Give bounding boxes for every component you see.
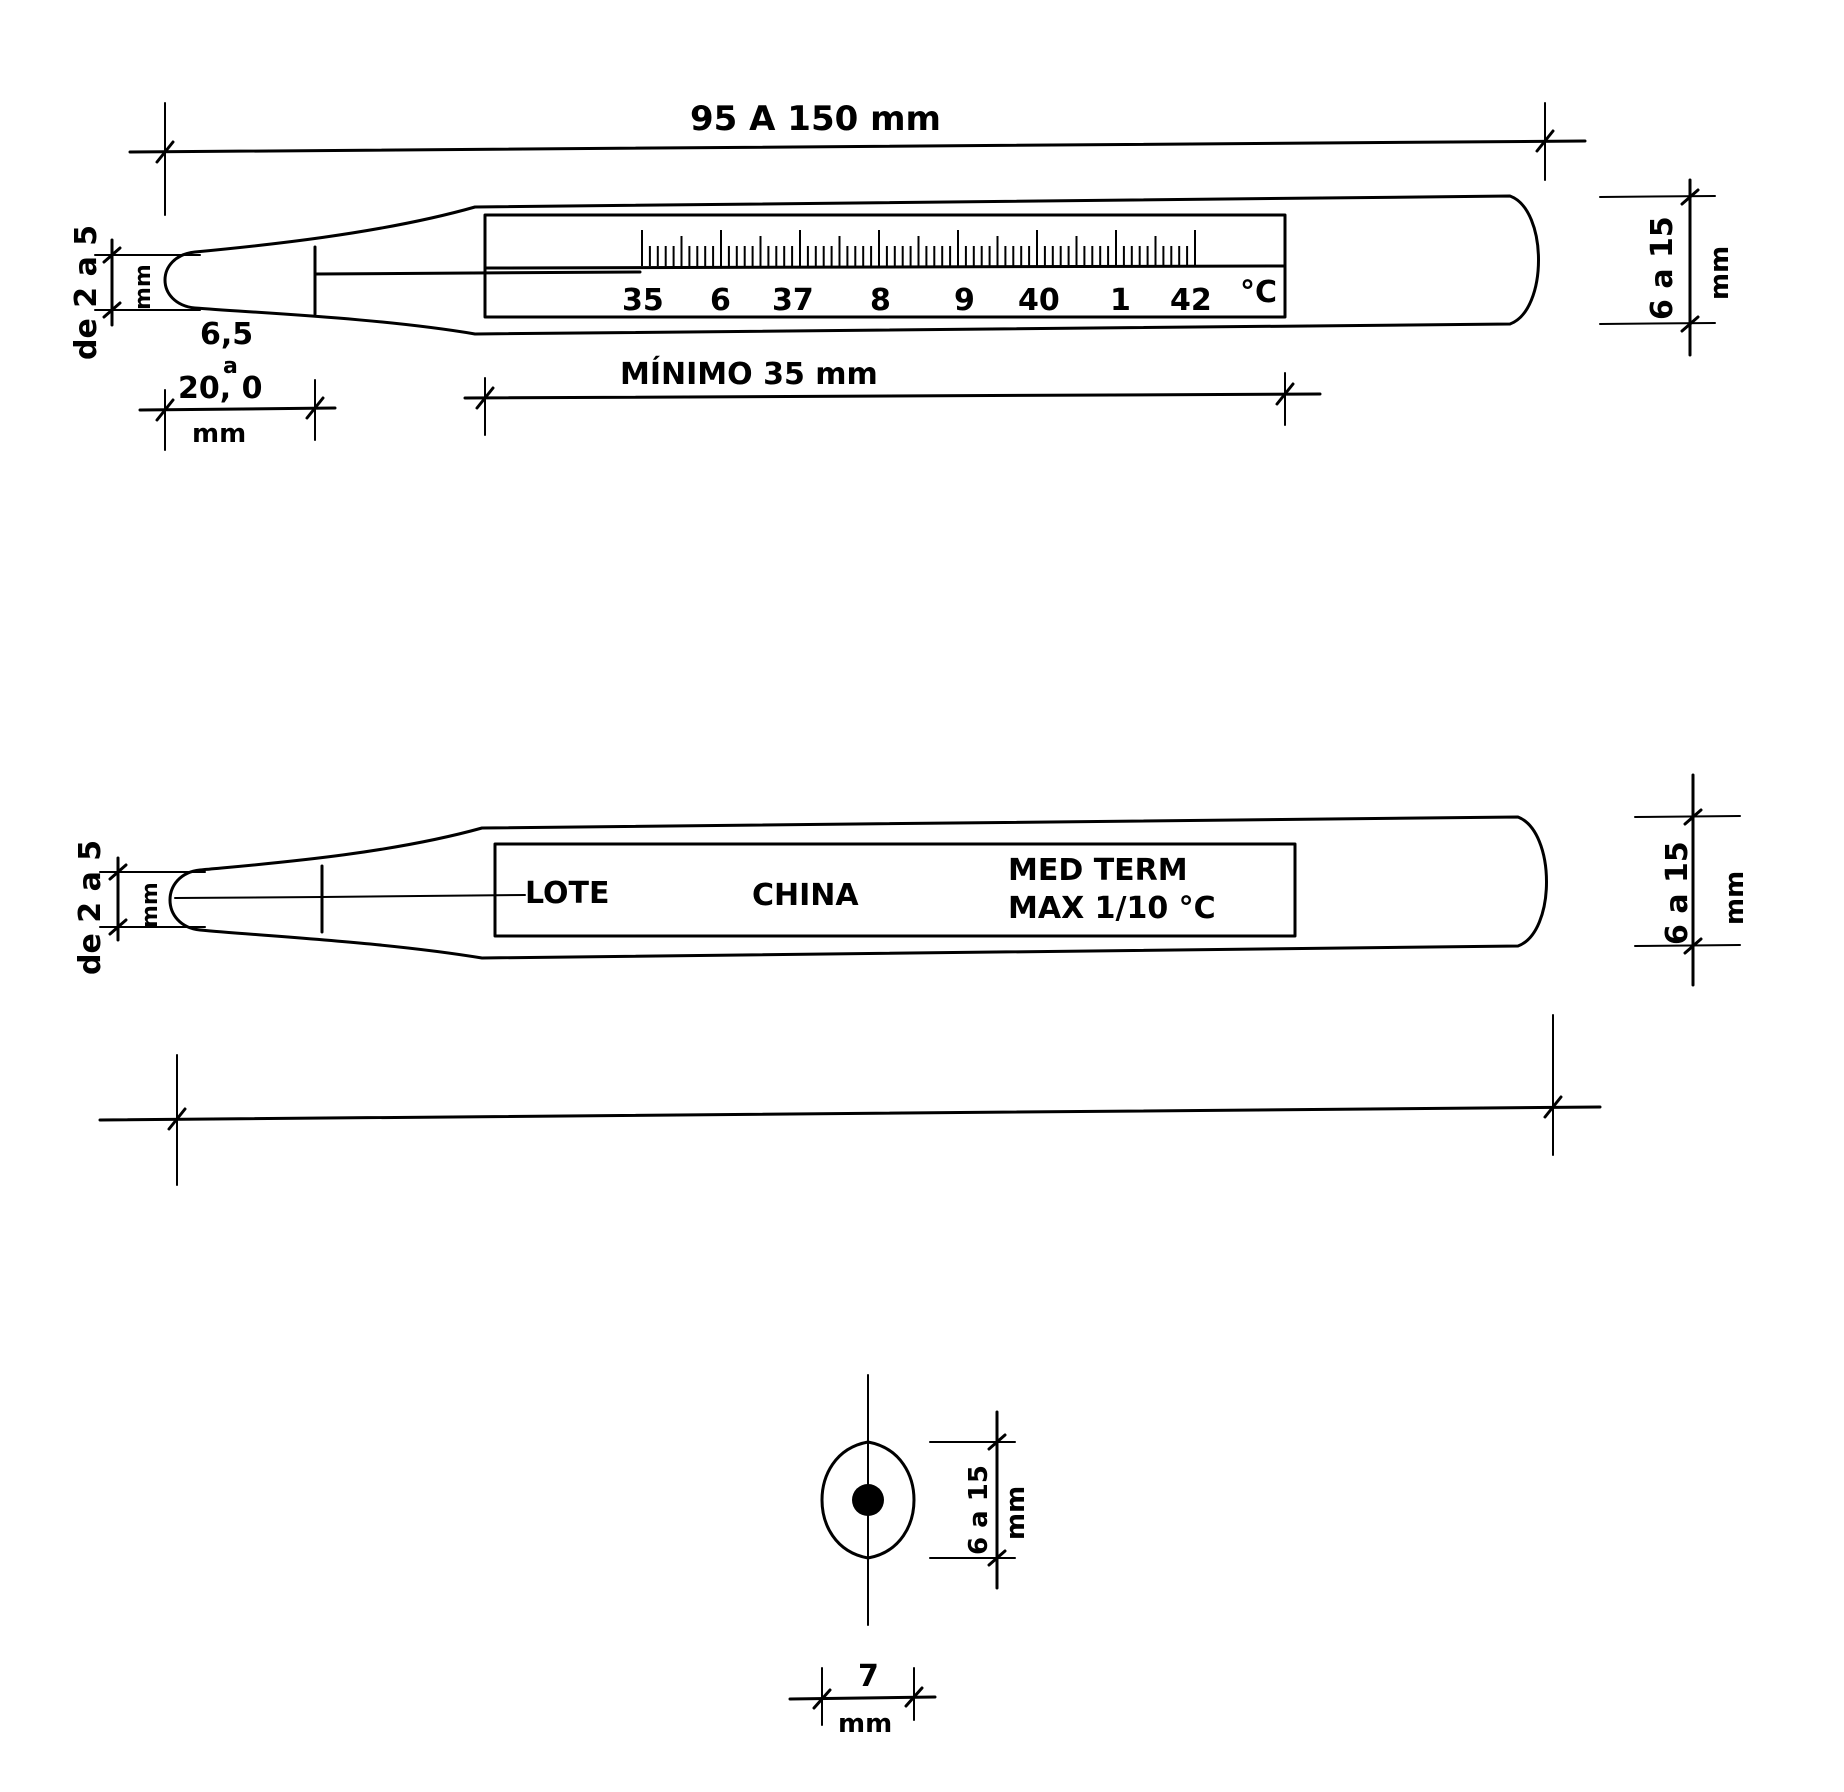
scale-labels: 35 6 37 8 9 40 1 42 °C bbox=[622, 275, 1277, 318]
bulb-diameter-dimension: de 2 a 5 mm bbox=[69, 225, 201, 360]
cross-section-width-dimension: 7 mm bbox=[788, 1659, 937, 1739]
back-view: LOTE CHINA MED TERM MAX 1/10 °C de 2 a 5… bbox=[73, 773, 1750, 1186]
cross-section-height-dimension: 6 a 15 mm bbox=[929, 1410, 1031, 1590]
cross-section-height-unit: mm bbox=[1001, 1486, 1031, 1540]
body-width-label-back: 6 a 15 bbox=[1660, 841, 1695, 945]
bulb-diameter-label: de 2 a 5 bbox=[69, 225, 104, 360]
body-width-unit: mm bbox=[1705, 246, 1735, 300]
overall-length-dimension-back bbox=[98, 1014, 1602, 1186]
overall-length-label: 95 A 150 mm bbox=[690, 99, 941, 139]
bulb-length-min: 6,5 bbox=[200, 317, 253, 352]
capillary-tube bbox=[313, 270, 642, 276]
scale-label-40: 40 bbox=[1018, 283, 1060, 318]
thermometer-body bbox=[163, 194, 1540, 336]
top-view: 95 A 150 mm 35 6 37 8 9 40 1 42 °C bbox=[69, 99, 1735, 451]
bulb-length-dimension: 6,5 a 20, 0 mm bbox=[138, 317, 337, 451]
scale-label-35: 35 bbox=[622, 283, 664, 318]
bulb-diameter-label-back: de 2 a 5 bbox=[73, 840, 108, 975]
body-width-dimension: 6 a 15 mm bbox=[1599, 178, 1735, 357]
scale-label-38: 8 bbox=[870, 283, 891, 318]
bulb-diameter-unit: mm bbox=[131, 264, 156, 310]
scale-label-41: 1 bbox=[1110, 283, 1131, 318]
cross-section-width-label: 7 bbox=[858, 1659, 879, 1694]
scale-label-37: 37 bbox=[772, 283, 814, 318]
bulb-diameter-dimension-back: de 2 a 5 mm bbox=[73, 840, 206, 975]
overall-length-dimension: 95 A 150 mm bbox=[128, 99, 1587, 216]
scale-minimum-label: MÍNIMO 35 mm bbox=[620, 356, 878, 392]
cross-section-height-label: 6 a 15 bbox=[964, 1465, 994, 1555]
label-panel bbox=[493, 842, 1297, 938]
bulb-length-max: 20, 0 bbox=[178, 371, 262, 406]
capillary-dot bbox=[852, 1484, 884, 1516]
scale-minimum-dimension: MÍNIMO 35 mm bbox=[463, 356, 1322, 436]
lot-label: LOTE bbox=[525, 876, 610, 911]
body-width-label: 6 a 15 bbox=[1645, 216, 1680, 320]
body-width-unit-back: mm bbox=[1720, 871, 1750, 925]
scale-ticks bbox=[641, 230, 1196, 266]
spec-line-2: MAX 1/10 °C bbox=[1008, 891, 1216, 926]
bulb-length-unit: mm bbox=[192, 419, 246, 449]
bulb-diameter-unit-back: mm bbox=[138, 882, 163, 928]
cross-section-width-unit: mm bbox=[838, 1709, 892, 1739]
scale-label-36: 6 bbox=[710, 283, 731, 318]
bulb-length-a: a bbox=[223, 354, 238, 379]
scale-label-39: 9 bbox=[954, 283, 975, 318]
spec-line-1: MED TERM bbox=[1008, 853, 1188, 888]
origin-label: CHINA bbox=[752, 878, 859, 913]
scale-label-42: 42 bbox=[1170, 283, 1212, 318]
cross-section: 6 a 15 mm 7 mm bbox=[788, 1374, 1031, 1739]
cross-section-outline bbox=[820, 1440, 916, 1560]
body-width-dimension-back: 6 a 15 mm bbox=[1634, 773, 1750, 987]
scale-unit-celsius: °C bbox=[1240, 275, 1277, 310]
